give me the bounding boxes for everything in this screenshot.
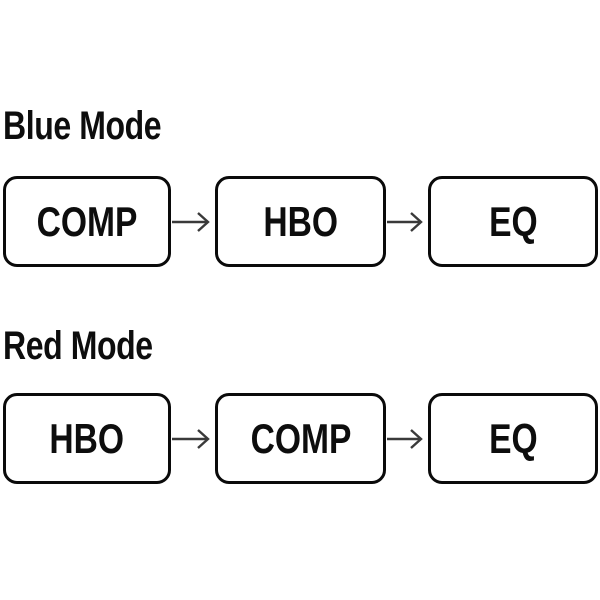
node-label: COMP [36,197,138,245]
section-title-red-mode: Red Mode [3,324,153,368]
node-box-blue-2[interactable]: HBO [215,176,386,267]
arrow-right-icon [386,206,429,238]
flow-row-red-mode: HBO COMP EQ [0,393,600,488]
node-box-red-2[interactable]: COMP [215,393,386,484]
node-label: EQ [488,414,538,462]
flow-row-blue-mode: COMP HBO EQ [0,176,600,271]
arrow-right-icon [171,423,216,455]
section-title-blue-mode: Blue Mode [3,104,162,148]
node-label: COMP [250,414,351,462]
arrow-right-icon [171,206,216,238]
node-box-blue-3[interactable]: EQ [428,176,598,267]
node-box-blue-1[interactable]: COMP [3,176,171,267]
node-box-red-3[interactable]: EQ [428,393,598,484]
arrow-right-icon [386,423,429,455]
node-box-red-1[interactable]: HBO [3,393,171,484]
node-label: HBO [263,197,338,245]
node-label: HBO [49,414,125,462]
node-label: EQ [488,197,538,245]
